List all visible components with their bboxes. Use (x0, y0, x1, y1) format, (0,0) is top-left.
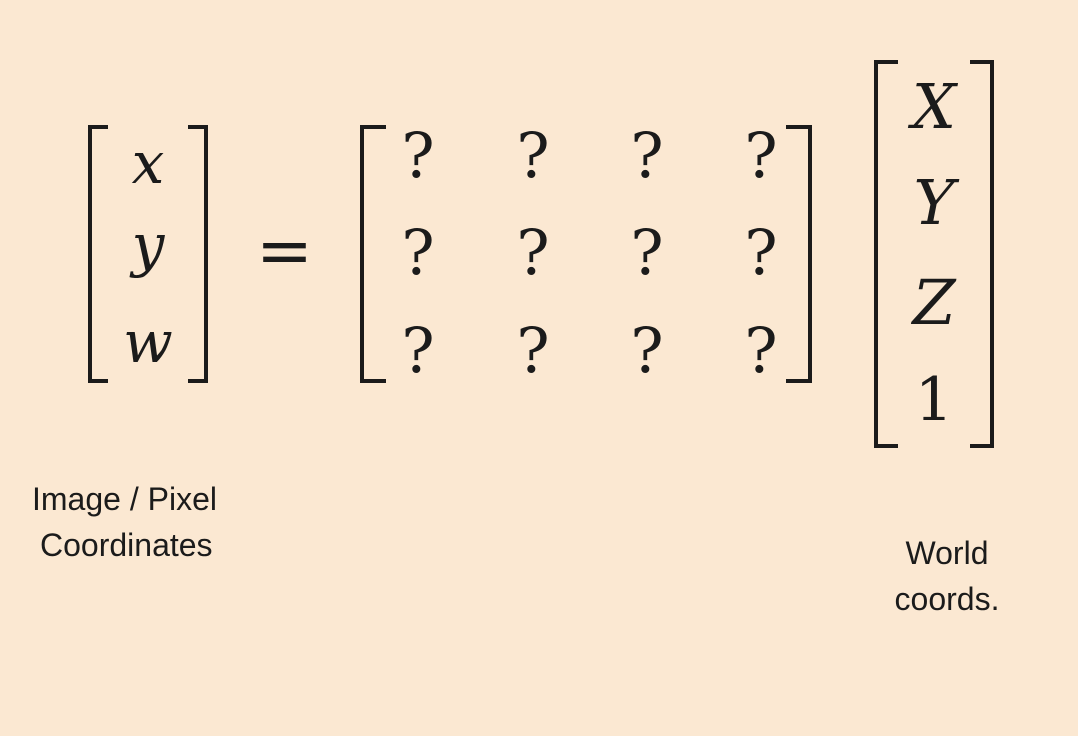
image-label-line2: Coordinates (40, 527, 213, 563)
world-label-line2: coords. (894, 581, 1000, 617)
image-vector-entry-w: w (123, 308, 173, 376)
matrix-right-bracket (786, 125, 812, 383)
matrix-cell: ? (744, 216, 778, 289)
matrix-left-bracket (360, 125, 386, 383)
matrix-cell: ? (744, 119, 778, 192)
image-vector-right-bracket (188, 125, 208, 383)
world-vector-entry-1: 1 (914, 365, 954, 435)
matrix-cell: ? (516, 119, 550, 192)
matrix-cell: ? (516, 314, 550, 387)
image-vector-entry-y: y (131, 211, 165, 279)
equals-sign: = (256, 212, 313, 291)
matrix-cell: ? (516, 216, 550, 289)
world-vector-entry-Y: Y (913, 166, 955, 239)
matrix-cell: ? (630, 314, 664, 387)
world-coords-label: World coords. (862, 530, 1032, 622)
matrix-cell: ? (630, 216, 664, 289)
image-label-line1: Image / Pixel (32, 481, 217, 517)
image-vector-left-bracket (88, 125, 108, 383)
image-coordinates-label: Image / Pixel Coordinates (32, 476, 332, 568)
world-vector-left-bracket (874, 60, 898, 448)
matrix-cell: ? (401, 216, 435, 289)
world-vector-entry-X: X (911, 70, 957, 143)
world-label-line1: World (905, 535, 989, 571)
world-vector-right-bracket (970, 60, 994, 448)
world-vector-entry-Z: Z (912, 266, 956, 339)
matrix-cell: ? (630, 119, 664, 192)
matrix-cell: ? (744, 314, 778, 387)
image-vector-entry-x: x (131, 129, 165, 197)
matrix-cell: ? (401, 119, 435, 192)
matrix-cell: ? (401, 314, 435, 387)
